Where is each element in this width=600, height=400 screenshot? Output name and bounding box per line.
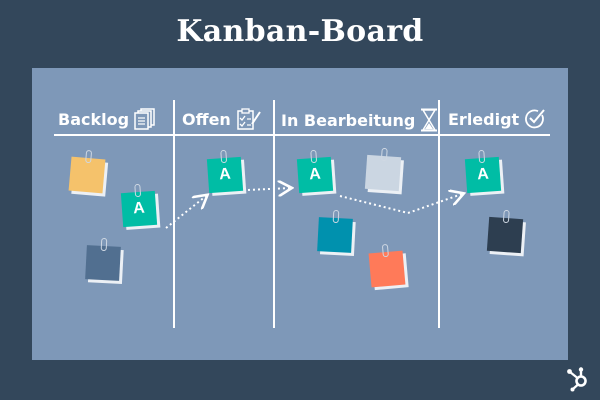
flow-arrows bbox=[165, 68, 568, 229]
note-label: A bbox=[476, 165, 490, 184]
sticky-note bbox=[85, 237, 121, 281]
note-label bbox=[487, 217, 523, 253]
note-label: A bbox=[218, 165, 232, 184]
column-label-erledigt: Erledigt bbox=[448, 109, 520, 129]
column-label-in-bearbeitung: In Bearbeitung bbox=[281, 110, 416, 130]
sticky-note: A bbox=[206, 149, 244, 194]
note-label: A bbox=[132, 199, 146, 218]
clipboard-checklist-icon bbox=[236, 108, 262, 130]
note-label bbox=[365, 155, 401, 191]
document-stack-icon bbox=[134, 108, 158, 130]
hourglass-icon bbox=[420, 108, 438, 132]
sticky-note bbox=[68, 149, 106, 194]
sticky-note bbox=[368, 243, 406, 288]
note-label bbox=[369, 251, 406, 288]
sticky-note: A bbox=[120, 183, 158, 228]
kanban-board: Backlog Offen I bbox=[32, 68, 568, 360]
column-header-backlog: Backlog bbox=[58, 108, 158, 130]
note-label bbox=[69, 157, 106, 194]
note-label bbox=[317, 217, 353, 253]
page-title: Kanban-Board bbox=[176, 14, 424, 49]
arrow-offen-to-bearbeitung bbox=[247, 188, 290, 190]
header-divider bbox=[54, 134, 550, 136]
sticky-note bbox=[317, 209, 353, 253]
sticky-note: A bbox=[296, 149, 334, 194]
arrow-bearbeitung-to-erledigt bbox=[407, 194, 462, 214]
sticky-note bbox=[364, 147, 402, 192]
column-label-offen: Offen bbox=[182, 109, 231, 129]
column-divider-1 bbox=[173, 100, 175, 328]
column-divider-2 bbox=[273, 100, 275, 328]
column-header-in-bearbeitung: In Bearbeitung bbox=[281, 108, 438, 132]
arrow-bearbeitung-progress bbox=[339, 195, 409, 214]
note-label: A bbox=[308, 165, 322, 184]
check-circle-icon bbox=[524, 108, 546, 130]
hubspot-sprocket-icon bbox=[567, 367, 587, 392]
column-header-offen: Offen bbox=[182, 108, 262, 130]
column-divider-3 bbox=[438, 100, 440, 328]
note-label bbox=[85, 245, 121, 281]
column-header-erledigt: Erledigt bbox=[448, 108, 546, 130]
column-label-backlog: Backlog bbox=[58, 109, 130, 129]
sticky-note bbox=[486, 209, 524, 254]
sticky-note: A bbox=[464, 149, 502, 194]
arrow-backlog-to-offen bbox=[165, 196, 206, 229]
